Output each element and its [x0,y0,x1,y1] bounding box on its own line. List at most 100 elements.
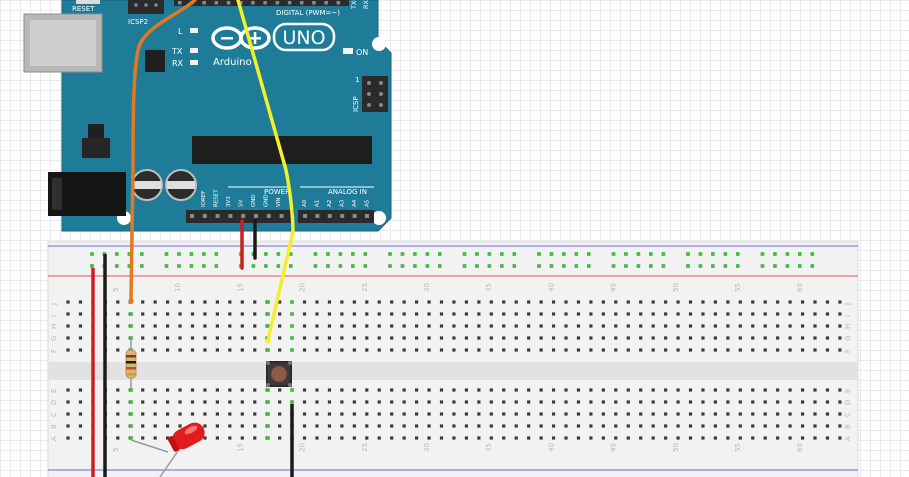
connected-hole [574,252,579,256]
header-pin [312,1,316,5]
breadboard-hole [614,336,618,340]
breadboard-hole [614,348,618,352]
tx-led-icon [190,48,198,53]
breadboard-hole [215,412,219,416]
connected-hole [90,252,94,256]
breadboard-hole [427,324,431,328]
breadboard-hole [539,424,543,428]
breadboard-hole [390,300,394,304]
breadboard-hole [825,436,830,440]
connected-hole [363,264,368,268]
connected-hole [290,336,294,340]
connected-hole [313,264,318,268]
breadboard-hole [688,388,693,392]
connected-hole [214,252,219,256]
breadboard-hole [116,312,120,316]
connected-hole [400,264,405,268]
connected-hole [500,252,504,256]
breadboard-hole [800,336,805,340]
breadboard-hole [327,400,332,404]
breadboard-hole [78,436,83,440]
breadboard-hole [141,300,145,304]
power-pin-label: GND [251,194,257,207]
breadboard-hole [701,312,705,316]
breadboard-hole [427,348,431,352]
breadboard-hole [813,424,817,428]
reset-button-icon [76,0,100,4]
breadboard-hole [340,348,344,352]
pushbutton-icon[interactable] [266,361,292,387]
breadboard-hole [738,424,742,428]
breadboard-hole [825,400,830,404]
breadboard-hole [464,388,468,392]
breadboard-hole [825,312,830,316]
breadboard-hole [141,312,145,316]
breadboard-hole [813,388,817,392]
breadboard-hole [701,388,705,392]
breadboard-hole [153,312,157,316]
breadboard-hole [439,388,444,392]
connected-hole [711,264,715,268]
breadboard-hole [427,436,431,440]
breadboard-hole [452,312,456,316]
column-number: 25 [361,283,369,292]
connected-hole [129,388,133,392]
connected-hole [338,252,343,256]
breadboard-hole [477,412,481,416]
connected-hole [363,252,368,256]
breadboard-hole [340,312,344,316]
breadboard-hole [589,336,593,340]
breadboard-hole [788,424,792,428]
breadboard-hole [813,436,817,440]
breadboard-hole [464,312,468,316]
breadboard-hole [340,412,344,416]
column-number: 40 [547,443,555,452]
row-letter: G [844,336,852,341]
breadboard-hole [240,436,244,440]
breadboard-hole [713,312,717,316]
breadboard-hole [489,300,493,304]
row-letter: A [844,436,852,441]
breadboard-hole [776,412,780,416]
breadboard-hole [589,388,593,392]
column-number: 20 [299,443,307,452]
breadboard-hole [390,336,394,340]
breadboard-hole [166,300,170,304]
breadboard-hole [352,424,356,428]
breadboard-hole [601,424,605,428]
breadboard-hole [626,424,630,428]
breadboard-hole [751,412,755,416]
analog-pin-label: A5 [365,199,371,207]
breadboard-hole [203,324,207,328]
breadboard-hole [402,388,406,392]
breadboard-hole [838,424,842,428]
breadboard-hole [576,336,581,340]
breadboard-hole [601,312,605,316]
connected-hole [266,424,270,428]
power-on-led-icon [343,48,353,54]
orange-signal-wire[interactable] [129,0,197,302]
breadboard-hole [776,300,780,304]
breadboard-hole [116,412,120,416]
breadboard-hole [365,324,369,328]
breadboard-hole [190,388,195,392]
breadboard-hole [402,312,406,316]
yellow-signal-wire[interactable] [236,0,295,342]
column-number: 15 [236,283,244,292]
connected-hole [686,264,690,268]
header-pin [336,1,341,5]
header-pin [263,1,267,5]
breadboard-hole [751,388,755,392]
resistor-icon[interactable] [125,340,137,388]
breadboard-hole [489,400,493,404]
connected-hole [649,264,653,268]
breadboard-hole [800,424,805,428]
breadboard-hole [713,388,717,392]
red-led-icon[interactable] [130,419,208,477]
connected-hole [290,324,294,328]
breadboard-hole [228,336,232,340]
connected-hole [537,252,541,256]
breadboard-hole [203,336,207,340]
breadboard-hole [240,388,244,392]
breadboard-hole [601,300,605,304]
